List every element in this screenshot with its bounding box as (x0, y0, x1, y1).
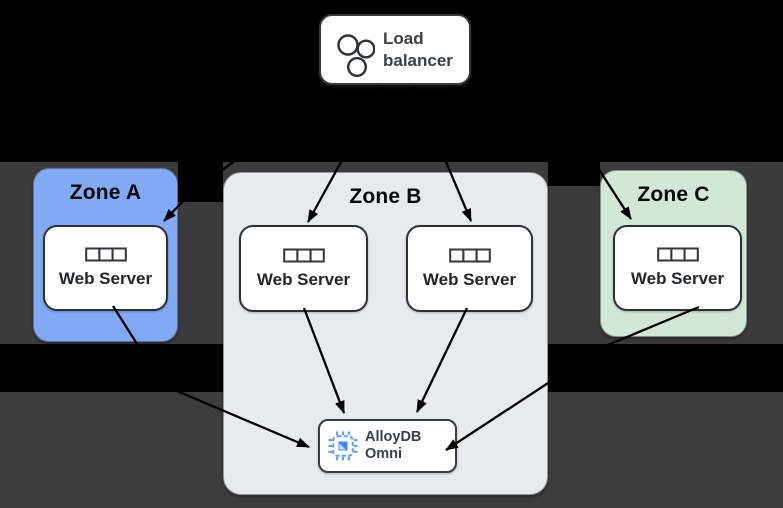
load-balancer: Load balancer (319, 14, 471, 85)
load-balancer-label: Load balancer (383, 28, 453, 70)
alloydb-chip-icon (328, 431, 358, 461)
zone-b-web-server-1: Web Server (239, 225, 368, 312)
server-strip-icon (448, 248, 491, 262)
zone-b-web-server-2: Web Server (406, 225, 533, 312)
alloydb-omni: AlloyDB Omni (318, 419, 457, 473)
server-strip-icon (656, 247, 699, 262)
server-strip-icon (84, 247, 127, 262)
zone-c-web-server: Web Server (613, 225, 742, 311)
zone-a: Zone A Web Server (33, 168, 178, 342)
zone-b-title: Zone B (349, 185, 422, 208)
server-label: Web Server (58, 269, 153, 288)
zone-c: Zone C Web Server (600, 170, 747, 337)
background-gap-patch (548, 162, 600, 186)
alloydb-omni-label: AlloyDB Omni (365, 429, 422, 462)
zone-a-web-server: Web Server (43, 225, 168, 311)
zone-b: Zone B Web Server Web Server (223, 172, 548, 495)
background-gap-patch (178, 162, 223, 202)
server-strip-icon (282, 248, 325, 262)
server-label: Web Server (630, 269, 725, 288)
zone-c-title: Zone C (637, 183, 710, 206)
server-label: Web Server (422, 269, 517, 289)
load-balancer-circles-icon (337, 33, 375, 77)
zone-a-title: Zone A (69, 181, 142, 204)
server-label: Web Server (256, 269, 351, 289)
